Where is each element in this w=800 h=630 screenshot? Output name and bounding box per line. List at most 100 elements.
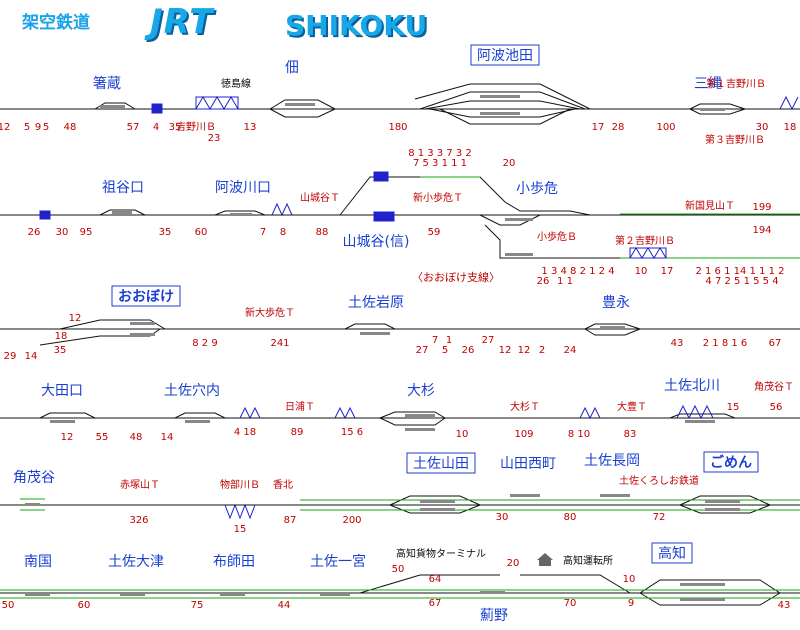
distance-number: 43 xyxy=(778,600,791,611)
distance-number: 30 xyxy=(496,512,509,523)
distance-number: 17 xyxy=(661,266,674,277)
station-name: 佃 xyxy=(285,60,299,76)
station-name: 高知 xyxy=(658,545,686,562)
station-name: 阿波池田 xyxy=(477,48,533,64)
distance-number: 95 xyxy=(80,227,93,238)
region-title: SHIKOKU xyxy=(285,9,428,42)
row6-depot xyxy=(537,553,553,566)
station-name: 土佐穴内 xyxy=(164,383,220,399)
distance-number: 75 xyxy=(191,600,204,611)
distance-number: 30 xyxy=(756,122,769,133)
distance-number: 67 xyxy=(769,338,782,349)
row2-platforms xyxy=(112,211,533,256)
station-box xyxy=(651,542,693,564)
track-label: 大杉Ｔ xyxy=(510,400,540,413)
distance-number: 83 xyxy=(624,429,637,440)
station-name: 土佐一宮 xyxy=(310,554,366,570)
distance-number: 59 xyxy=(428,227,441,238)
distance-number: 7 xyxy=(260,227,266,238)
track-label: 第２吉野川Ｂ xyxy=(615,234,675,247)
distance-number: 18 xyxy=(55,331,68,342)
track-label: 小歩危Ｂ xyxy=(537,230,577,243)
distance-number: 2 xyxy=(539,345,545,356)
station-box xyxy=(470,44,540,66)
distance-number: 44 xyxy=(278,600,291,611)
distance-number: 27 xyxy=(416,345,429,356)
track-label: 土佐くろしお鉄道 xyxy=(619,474,699,487)
track-label: 大豊Ｔ xyxy=(617,400,647,413)
station-name: 南国 xyxy=(24,554,52,570)
track-label: 高知運転所 xyxy=(563,554,613,567)
track-label: 日浦Ｔ xyxy=(285,400,315,413)
distance-number: 48 xyxy=(130,432,143,443)
track-label: 第３吉野川Ｂ xyxy=(705,133,765,146)
distance-number: 194 xyxy=(752,225,771,236)
station-name: 土佐岩原 xyxy=(348,295,404,311)
distance-number: 10 xyxy=(456,429,469,440)
track-label: 〈おおぼけ支線〉 xyxy=(412,270,500,284)
distance-number: 7 5 3 1 1 1 xyxy=(413,158,467,169)
station-box xyxy=(406,452,476,474)
distance-number: 48 xyxy=(64,122,77,133)
distance-number: 5 xyxy=(24,122,30,133)
distance-number: 70 xyxy=(564,598,577,609)
distance-number: 13 xyxy=(244,122,257,133)
station-name: 山城谷(信) xyxy=(343,234,410,250)
track-label: 徳島線 xyxy=(221,77,251,90)
station-name: 三縄 xyxy=(694,76,722,92)
row3-tracks xyxy=(0,319,800,346)
station-box xyxy=(111,285,181,307)
distance-number: 8 xyxy=(280,227,286,238)
row2-bridges xyxy=(39,171,667,259)
distance-number: 12 xyxy=(61,432,74,443)
distance-number: 29 xyxy=(4,351,17,362)
distance-number: 17 xyxy=(592,122,605,133)
distance-number: 1 xyxy=(446,335,452,346)
station-name: 山田西町 xyxy=(500,456,556,472)
track-label: 第１吉野川Ｂ xyxy=(706,77,766,90)
row1-bridges xyxy=(151,95,799,114)
distance-number: 56 xyxy=(770,402,783,413)
distance-number: 8 2 9 xyxy=(192,338,217,349)
distance-number: 35 xyxy=(159,227,172,238)
distance-number: 12 xyxy=(0,122,10,133)
station-name: 薊野 xyxy=(480,608,508,624)
station-name: 土佐山田 xyxy=(413,456,469,472)
station-name: 角茂谷 xyxy=(13,469,55,486)
distance-number: 14 xyxy=(25,351,38,362)
station-name: ごめん xyxy=(710,454,752,471)
distance-number: 60 xyxy=(195,227,208,238)
track-label: 新大歩危Ｔ xyxy=(245,306,295,319)
distance-number: 9 xyxy=(35,122,41,133)
distance-number: 100 xyxy=(656,122,675,133)
distance-number: 15 xyxy=(234,524,247,535)
distance-number: 50 xyxy=(392,564,405,575)
distance-number: 89 xyxy=(291,427,304,438)
track-label: 角茂谷Ｔ xyxy=(754,380,794,393)
distance-number: 180 xyxy=(388,122,407,133)
distance-number: 4 xyxy=(153,122,159,133)
station-name: 小歩危 xyxy=(516,181,558,197)
distance-number: 5 xyxy=(442,345,448,356)
distance-number: 5 xyxy=(43,122,49,133)
distance-number: 200 xyxy=(342,515,361,526)
row5-bridge xyxy=(224,503,256,520)
station-name: 土佐北川 xyxy=(664,378,720,394)
distance-number: 28 xyxy=(612,122,625,133)
row1-platforms xyxy=(100,95,725,115)
distance-number: 64 xyxy=(429,574,442,585)
distance-number: 60 xyxy=(78,600,91,611)
distance-number: 12 xyxy=(499,345,512,356)
distance-number: 326 xyxy=(129,515,148,526)
station-name: 阿波川口 xyxy=(215,180,271,196)
distance-number: 199 xyxy=(752,202,771,213)
jrt-logo: JRT xyxy=(150,2,214,42)
row5-platforms xyxy=(25,494,740,511)
track-label: 吉野川Ｂ xyxy=(176,121,216,133)
track-label: 赤塚山Ｔ xyxy=(120,479,160,491)
distance-number: 27 xyxy=(482,335,495,346)
track-label: 新小歩危Ｔ xyxy=(413,191,463,204)
distance-number: 1 1 xyxy=(557,276,573,287)
distance-number: 10 xyxy=(635,266,648,277)
